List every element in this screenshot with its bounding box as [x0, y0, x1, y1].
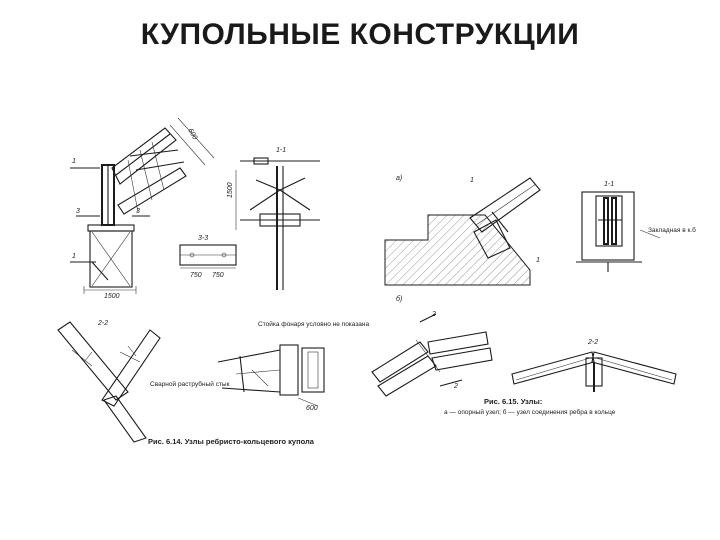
section-label-2-2-right: 2-2	[587, 339, 598, 346]
marker-3a: 3	[76, 208, 80, 215]
marker-2-right-b: 2	[453, 383, 458, 390]
section-label-3-3: 3-3	[198, 235, 208, 242]
marker-1-right-a: 1	[470, 177, 474, 184]
node-support-a	[384, 177, 541, 286]
dimension-1500-a: 1500	[104, 293, 120, 300]
caption-fig-6-15: Рис. 6.15. Узлы:	[484, 397, 542, 406]
dimension-750-b: 750	[212, 272, 224, 279]
note-lantern-post: Стойка фонаря условно не показана	[258, 320, 370, 328]
slide-title: КУПОЛЬНЫЕ КОНСТРУКЦИИ	[140, 18, 580, 51]
section-2-2-right	[511, 351, 677, 392]
section-label-1-1: 1-1	[276, 147, 286, 154]
section-3-3-plate	[179, 244, 237, 269]
figure-6-15: а) 1 1 1-1 Закладная в к.б б) 2 2	[371, 175, 696, 416]
marker-1a: 1	[72, 158, 76, 165]
figure-6-14: 1 1 3 3 1500 600 1-1 1500	[57, 117, 370, 446]
note-weld-joint: Сварной раструбный стык	[150, 380, 230, 388]
panel-label-b: б)	[396, 295, 402, 303]
dimension-600-b: 600	[306, 405, 318, 412]
section-label-1-1-right: 1-1	[604, 181, 614, 188]
section-label-2-2: 2-2	[97, 320, 108, 327]
section-2-2-branch	[57, 321, 161, 443]
note-embedded-part: Закладная в к.б	[648, 226, 696, 234]
caption-fig-6-14: Рис. 6.14. Узлы ребристо-кольцевого купо…	[148, 437, 315, 446]
marker-3b: 3	[136, 208, 140, 215]
marker-2-right-a: 2	[431, 311, 436, 318]
node-lantern-post	[217, 344, 325, 407]
node-rib-support	[70, 117, 215, 294]
section-1-1-right	[576, 191, 661, 272]
panel-label-a: а)	[396, 175, 402, 182]
caption-fig-6-15-sub: а — опорный узел; б — узел соединения ре…	[444, 408, 616, 416]
node-rib-ring-b	[371, 313, 493, 397]
section-1-1-ring-node	[235, 157, 320, 290]
dimension-1500-b: 1500	[227, 182, 234, 198]
marker-1-right-b: 1	[536, 257, 540, 264]
dimension-750-a: 750	[190, 272, 202, 279]
marker-1b: 1	[72, 253, 76, 260]
dimension-600-a: 600	[186, 128, 198, 142]
